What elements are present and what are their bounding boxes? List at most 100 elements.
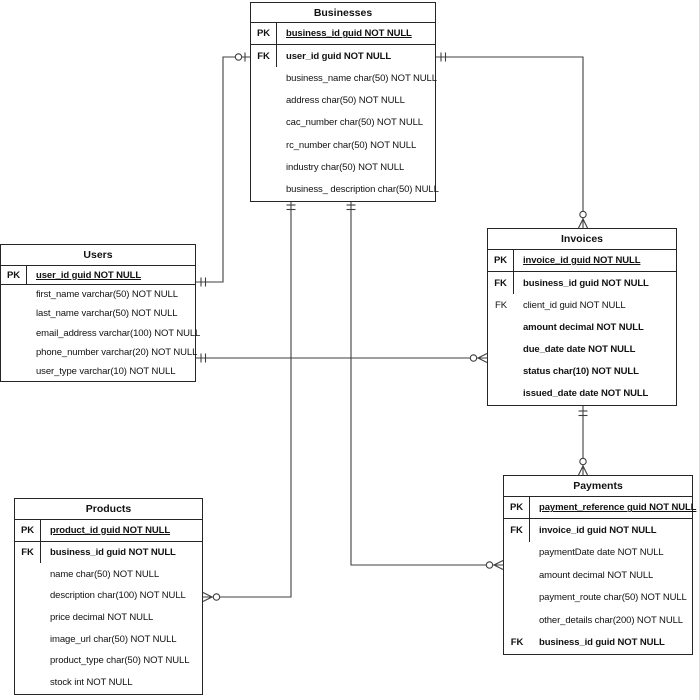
key-label <box>251 112 277 134</box>
key-label: FK <box>251 45 277 68</box>
table-row: email_address varchar(100) NOT NULL <box>1 324 200 343</box>
field-text: paymentDate date NOT NULL <box>539 547 664 559</box>
field-text: last_name varchar(50) NOT NULL <box>36 308 178 320</box>
table-row: industry char(50) NOT NULL <box>251 156 435 178</box>
key-label <box>1 362 27 381</box>
field-text: payment_reference guid NOT NULL <box>539 502 697 514</box>
field-text: product_id guid NOT NULL <box>50 524 171 536</box>
relationship-users-businesses <box>196 52 250 287</box>
table-row: other_details char(200) NOT NULL <box>504 609 692 631</box>
table-row: amount decimal NOT NULL <box>504 564 692 586</box>
entity-title: Payments <box>504 476 692 497</box>
key-label <box>488 316 514 338</box>
key-label <box>15 650 41 672</box>
key-label <box>504 609 530 631</box>
field-text: price decimal NOT NULL <box>50 612 154 624</box>
field-text: status char(10) NOT NULL <box>523 366 639 378</box>
table-row: paymentDate date NOT NULL <box>504 542 692 564</box>
table-row: cac_number char(50) NOT NULL <box>251 112 435 134</box>
table-row: phone_number varchar(20) NOT NULL <box>1 343 198 362</box>
field-text: phone_number varchar(20) NOT NULL <box>36 346 198 358</box>
table-row: price decimal NOT NULL <box>15 607 202 629</box>
key-label <box>488 383 514 405</box>
key-label: PK <box>488 250 514 272</box>
table-row: image_url char(50) NOT NULL <box>15 628 202 650</box>
table-row: FK user_id guid NOT NULL <box>251 45 435 68</box>
table-row: description char(100) NOT NULL <box>15 585 202 607</box>
field-text: industry char(50) NOT NULL <box>286 161 405 173</box>
field-text: user_id guid NOT NULL <box>36 269 142 281</box>
field-text: image_url char(50) NOT NULL <box>50 633 177 645</box>
key-label <box>1 285 27 304</box>
key-label: FK <box>504 519 530 542</box>
field-text: other_details char(200) NOT NULL <box>539 614 683 626</box>
table-row: last_name varchar(50) NOT NULL <box>1 304 195 323</box>
table-row: business_name char(50) NOT NULL <box>251 67 437 89</box>
field-text: invoice_id guid NOT NULL <box>539 525 657 537</box>
key-label <box>15 585 41 607</box>
key-label <box>15 563 41 585</box>
field-text: rc_number char(50) NOT NULL <box>286 139 417 151</box>
key-label: FK <box>495 299 507 311</box>
field-text: payment_route char(50) NOT NULL <box>539 592 687 604</box>
key-label: PK <box>1 266 27 285</box>
key-label <box>15 672 41 694</box>
relationship-businesses-payments <box>346 200 504 570</box>
relationship-businesses-products <box>202 200 296 602</box>
entity-title: Invoices <box>488 229 676 250</box>
key-label <box>251 134 277 156</box>
field-text: business_id guid NOT NULL <box>523 277 649 289</box>
field-text: user_id guid NOT NULL <box>286 50 392 62</box>
field-text: first_name varchar(50) NOT NULL <box>36 289 178 301</box>
key-label <box>488 338 514 360</box>
entity-title: Products <box>15 499 202 520</box>
field-text: amount decimal NOT NULL <box>539 569 654 581</box>
table-row: user_type varchar(10) NOT NULL <box>1 362 195 381</box>
key-label: FK <box>15 541 41 564</box>
field-text: address char(50) NOT NULL <box>286 95 405 107</box>
relationship-businesses-invoices <box>436 52 588 229</box>
key-label <box>251 178 277 200</box>
key-label <box>504 564 530 586</box>
table-row: PK payment_reference guid NOT NULL <box>504 497 696 520</box>
field-text: cac_number char(50) NOT NULL <box>286 117 423 129</box>
key-label <box>251 67 277 89</box>
field-text: stock int NOT NULL <box>50 677 133 689</box>
table-row: product_type char(50) NOT NULL <box>15 650 202 672</box>
table-row: payment_route char(50) NOT NULL <box>504 587 692 609</box>
field-text: product_type char(50) NOT NULL <box>50 655 190 667</box>
field-text: due_date date NOT NULL <box>523 343 636 355</box>
entity-title: Users <box>1 245 195 266</box>
field-text: business_id guid NOT NULL <box>286 28 412 40</box>
entity-title: Businesses <box>251 3 435 23</box>
field-text: user_type varchar(10) NOT NULL <box>36 366 176 378</box>
key-label <box>1 304 27 323</box>
field-text: name char(50) NOT NULL <box>50 568 160 580</box>
field-text: business_name char(50) NOT NULL <box>286 72 437 84</box>
field-text: issued_date date NOT NULL <box>523 388 649 400</box>
table-row: FK business_id guid NOT NULL <box>15 541 202 564</box>
field-text: business_id guid NOT NULL <box>50 547 176 559</box>
table-row: issued_date date NOT NULL <box>488 383 676 405</box>
key-label <box>1 343 27 362</box>
key-label <box>15 607 41 629</box>
key-label <box>488 360 514 382</box>
key-label: FK <box>488 272 514 295</box>
table-row: business_ description char(50) NULL <box>251 178 439 200</box>
key-label <box>251 156 277 178</box>
key-label: PK <box>15 520 41 541</box>
field-text: business_id guid NOT NULL <box>539 637 665 649</box>
relationship-invoices-payments <box>578 406 588 476</box>
table-row: stock int NOT NULL <box>15 672 202 694</box>
key-label: PK <box>504 497 530 519</box>
table-row: amount decimal NOT NULL <box>488 316 676 338</box>
